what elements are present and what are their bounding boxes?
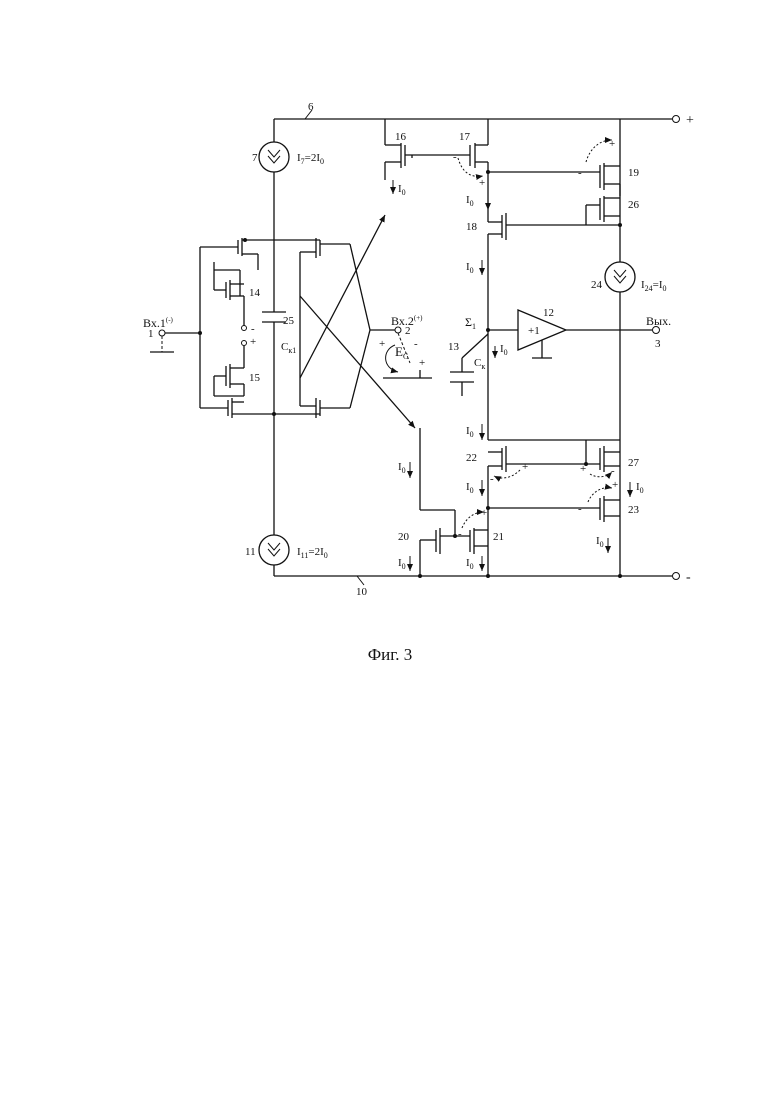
capacitor-25-number: 25 [283, 315, 295, 327]
transistor-16: 16 I0 [385, 119, 470, 197]
transistor-21-label: 21 [493, 531, 504, 543]
current-source-7: 7 I7=2I0 [252, 142, 324, 172]
transistor-top-left [214, 238, 320, 278]
current-i0-sigma: I0 [500, 343, 508, 357]
transistor-19-label: 19 [628, 167, 640, 179]
positive-rail-sign: + [686, 113, 694, 128]
transistor-14-label: 14 [249, 287, 261, 299]
buffer-12: +1 12 Вых. 3 [488, 307, 671, 358]
capacitor-25-label: Cк1 [281, 341, 296, 355]
transistor-19-minus: - [578, 167, 582, 179]
transistor-14: 14 - [214, 270, 261, 335]
transistor-14-minus: - [251, 323, 255, 335]
figure-caption: Фиг. 3 [0, 645, 780, 665]
transistor-19: 19 - + [486, 138, 640, 196]
transistor-15-plus: + [250, 336, 256, 348]
transistor-22-minus: - [490, 473, 494, 485]
ec-plus-left: + [379, 338, 385, 350]
input-2-node: 2 [405, 325, 411, 337]
current-i0-left: I0 [398, 461, 406, 475]
transistor-26-label: 26 [628, 199, 640, 211]
capacitor-13-number: 13 [448, 341, 460, 353]
transistor-17: 17 - + I0 [453, 119, 488, 222]
current-i0-23: I0 [636, 481, 644, 495]
transistor-16-label: 16 [395, 131, 407, 143]
current-source-11-value: I11=2I0 [297, 546, 328, 560]
node-6-label: 6 [308, 101, 314, 113]
transistor-18-label: 18 [466, 221, 478, 233]
transistor-17-label: 17 [459, 131, 471, 143]
buffer-12-number: 12 [543, 307, 554, 319]
negative-rail: - 10 [274, 570, 691, 598]
current-source-11-number: 11 [245, 546, 256, 558]
current-source-24: 24 I24=I0 [591, 262, 667, 293]
positive-rail: + 6 [274, 101, 694, 128]
summing-node: Σ1 I0 [465, 315, 508, 358]
transistor-21-minus: - [458, 528, 462, 540]
input-1-node: 1 [148, 328, 154, 340]
transistor-27-minus: - [611, 465, 615, 477]
transistor-19-plus: + [609, 138, 615, 150]
lower-currents: I0 I0 [398, 424, 482, 510]
transistor-17-minus: - [453, 151, 457, 163]
current-i0-mid: I0 [466, 425, 474, 439]
buffer-12-gain: +1 [528, 325, 540, 337]
current-source-24-number: 24 [591, 279, 603, 291]
node-10-label: 10 [356, 586, 368, 598]
ec-plus-right: + [419, 357, 425, 369]
transistor-15: + 15 [214, 336, 261, 396]
output-node: 3 [655, 338, 661, 350]
negative-rail-sign: - [686, 570, 691, 585]
current-i0-20: I0 [398, 557, 406, 571]
transistor-27-label: 27 [628, 457, 640, 469]
input-1: Вх.1(-) 1 [143, 316, 202, 352]
positive-terminal [673, 116, 680, 123]
transistor-23-plus: + [612, 479, 618, 491]
transistor-21-plus: + [481, 507, 487, 519]
current-i0-17: I0 [466, 194, 474, 208]
current-i0-16: I0 [398, 183, 406, 197]
transistor-26: 26 [586, 196, 640, 227]
capacitor-25: 25 Cк1 [262, 312, 296, 355]
transistor-17-plus: + [479, 177, 485, 189]
current-i0-18: I0 [466, 261, 474, 275]
transistor-15-label: 15 [249, 372, 261, 384]
current-i0-22: I0 [466, 481, 474, 495]
input-2: Вх.2(+) 2 EC + - + [379, 314, 432, 378]
transistor-23-minus: - [578, 503, 582, 515]
ec-label: EC [395, 344, 408, 361]
current-source-7-value: I7=2I0 [297, 152, 324, 166]
current-i0-21: I0 [466, 557, 474, 571]
ec-minus: - [414, 338, 418, 350]
transistor-22-plus: + [522, 461, 528, 473]
negative-terminal [673, 573, 680, 580]
transistor-27: 27 + - [580, 440, 640, 477]
capacitor-13: 13 Cк [448, 334, 488, 396]
transistor-18: 18 I0 [466, 213, 620, 440]
transistor-20-label: 20 [398, 531, 410, 543]
transistor-27-plus: + [580, 463, 586, 475]
sigma-label: Σ1 [465, 315, 476, 331]
current-source-7-number: 7 [252, 152, 258, 164]
current-source-24-value: I24=I0 [641, 279, 667, 293]
output-label: Вых. [646, 314, 671, 328]
current-source-11: 11 I11=2I0 [245, 535, 328, 565]
current-i0-23b: I0 [596, 535, 604, 549]
transistor-20: 20 I0 [398, 510, 470, 578]
transistor-22-label: 22 [466, 452, 477, 464]
transistor-23-label: 23 [628, 504, 640, 516]
capacitor-13-label: Cк [474, 357, 485, 371]
